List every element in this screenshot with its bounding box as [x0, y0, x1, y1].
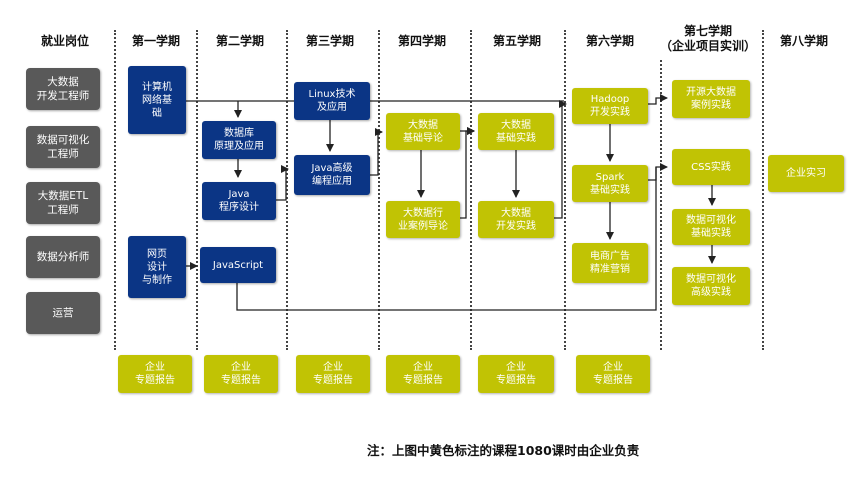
- course-web-design: 网页 设计 与制作: [128, 236, 186, 298]
- header-roles: 就业岗位: [40, 34, 89, 48]
- column-separator: [378, 30, 380, 350]
- course-ecommerce-ads: 电商广告 精准营销: [572, 243, 648, 283]
- course-css: CSS实践: [672, 149, 750, 185]
- report-box: 企业 专题报告: [204, 355, 278, 393]
- role-visualization-engineer: 数据可视化 工程师: [26, 126, 100, 168]
- course-spark: Spark 基础实践: [572, 165, 648, 202]
- column-separator: [286, 30, 288, 350]
- course-java: Java 程序设计: [202, 182, 276, 220]
- header-semester-6: 第六学期: [585, 34, 634, 48]
- column-separator: [564, 30, 566, 350]
- course-open-source-cases: 开源大数据 案例实践: [672, 80, 750, 118]
- column-separator: [470, 30, 472, 350]
- header-semester-8: 第八学期: [779, 34, 828, 48]
- report-box: 企业 专题报告: [386, 355, 460, 393]
- course-hadoop: Hadoop 开发实践: [572, 88, 648, 124]
- header-semester-3: 第三学期: [305, 34, 354, 48]
- report-box: 企业 专题报告: [296, 355, 370, 393]
- report-box: 企业 专题报告: [478, 355, 554, 393]
- course-industry-cases: 大数据行 业案例导论: [386, 201, 460, 238]
- role-big-data-developer: 大数据 开发工程师: [26, 68, 100, 110]
- course-javascript: JavaScript: [200, 247, 276, 283]
- course-linux: Linux技术 及应用: [294, 82, 370, 120]
- header-semester-4: 第四学期: [397, 34, 446, 48]
- header-semester-7-subtitle: （企业项目实训）: [659, 39, 756, 53]
- footnote: 注：上图中黄色标注的课程1080课时由企业负责: [367, 443, 640, 458]
- role-operations: 运营: [26, 292, 100, 334]
- course-big-data-intro: 大数据 基础导论: [386, 113, 460, 150]
- course-visualization-basic: 数据可视化 基础实践: [672, 209, 750, 245]
- course-big-data-practice: 大数据 基础实践: [478, 113, 554, 150]
- role-data-analyst: 数据分析师: [26, 236, 100, 278]
- column-separator: [762, 30, 764, 350]
- course-java-advanced: Java高级 编程应用: [294, 155, 370, 195]
- header-semester-5: 第五学期: [492, 34, 541, 48]
- column-separator: [196, 30, 198, 350]
- course-visualization-advanced: 数据可视化 高级实践: [672, 267, 750, 305]
- course-database: 数据库 原理及应用: [202, 121, 276, 159]
- header-semester-1: 第一学期: [131, 34, 180, 48]
- course-big-data-dev: 大数据 开发实践: [478, 201, 554, 238]
- role-etl-engineer: 大数据ETL 工程师: [26, 182, 100, 224]
- course-internship: 企业实习: [768, 155, 844, 192]
- header-semester-2: 第二学期: [215, 34, 264, 48]
- report-box: 企业 专题报告: [576, 355, 650, 393]
- course-computer-network: 计算机 网络基 础: [128, 66, 186, 134]
- report-box: 企业 专题报告: [118, 355, 192, 393]
- header-semester-7: 第七学期: [683, 24, 732, 38]
- column-separator: [114, 30, 116, 350]
- column-separator: [660, 60, 662, 350]
